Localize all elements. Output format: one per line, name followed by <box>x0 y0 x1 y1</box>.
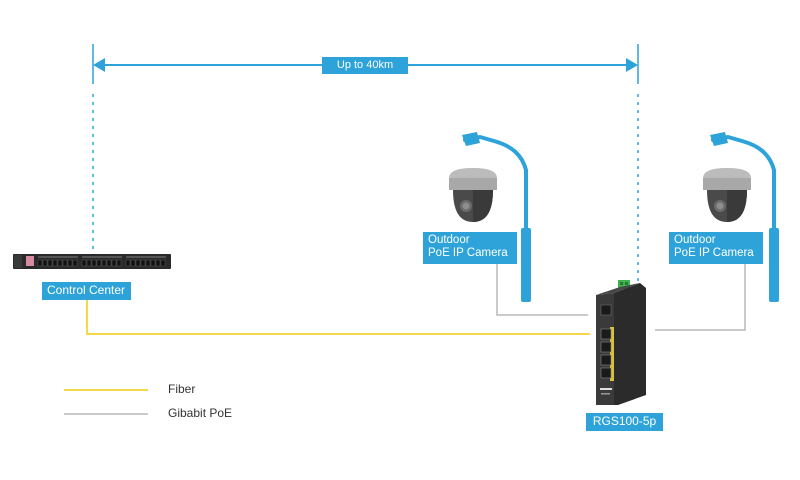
rack-port <box>155 259 161 267</box>
rack-port <box>116 259 122 267</box>
rack-port <box>160 259 166 267</box>
rack-port <box>125 259 131 267</box>
control-center-label: Control Center <box>42 282 131 300</box>
rack-port <box>101 259 107 267</box>
rack-port <box>86 259 92 267</box>
street-pole-1 <box>462 132 531 302</box>
dome-camera-icon <box>449 168 497 222</box>
rack-port <box>111 259 117 267</box>
arrow-right-icon <box>626 58 638 72</box>
switch-label: RGS100-5p <box>586 413 663 431</box>
dome-camera-icon <box>703 168 751 222</box>
street-pole-2 <box>710 132 779 302</box>
rack-port <box>72 259 78 267</box>
poe-link-camera-2 <box>655 264 746 331</box>
camera-1-label-line1: Outdoor <box>428 234 470 246</box>
rack-port <box>57 259 63 267</box>
camera-2-label: Outdoor PoE IP Camera <box>669 232 763 264</box>
camera-2-label-line1: Outdoor <box>674 234 716 246</box>
distance-label: Up to 40km <box>322 57 408 74</box>
rack-port <box>42 259 48 267</box>
rack-port <box>52 259 58 267</box>
rack-switch-icon <box>13 254 171 269</box>
camera-1-label-line2: PoE IP Camera <box>428 247 508 259</box>
rack-port <box>96 259 102 267</box>
rack-port <box>150 259 156 267</box>
rack-port <box>106 259 112 267</box>
rack-port <box>37 259 43 267</box>
distance-indicator <box>92 44 639 285</box>
rack-port <box>135 259 141 267</box>
rack-port <box>91 259 97 267</box>
rack-port <box>47 259 53 267</box>
poe-link-camera-1 <box>496 264 588 316</box>
camera-1-label: Outdoor PoE IP Camera <box>423 232 517 264</box>
legend-fiber-label: Fiber <box>168 382 196 396</box>
rack-port <box>81 259 87 267</box>
rack-port <box>130 259 136 267</box>
rack-port <box>67 259 73 267</box>
legend-poe-label: Gibabit PoE <box>168 406 233 420</box>
camera-2-label-line2: PoE IP Camera <box>674 247 754 259</box>
industrial-switch-icon <box>596 280 646 405</box>
rack-port <box>140 259 146 267</box>
rack-port <box>145 259 151 267</box>
arrow-left-icon <box>93 58 105 72</box>
fiber-link <box>86 300 590 335</box>
rack-port <box>62 259 68 267</box>
